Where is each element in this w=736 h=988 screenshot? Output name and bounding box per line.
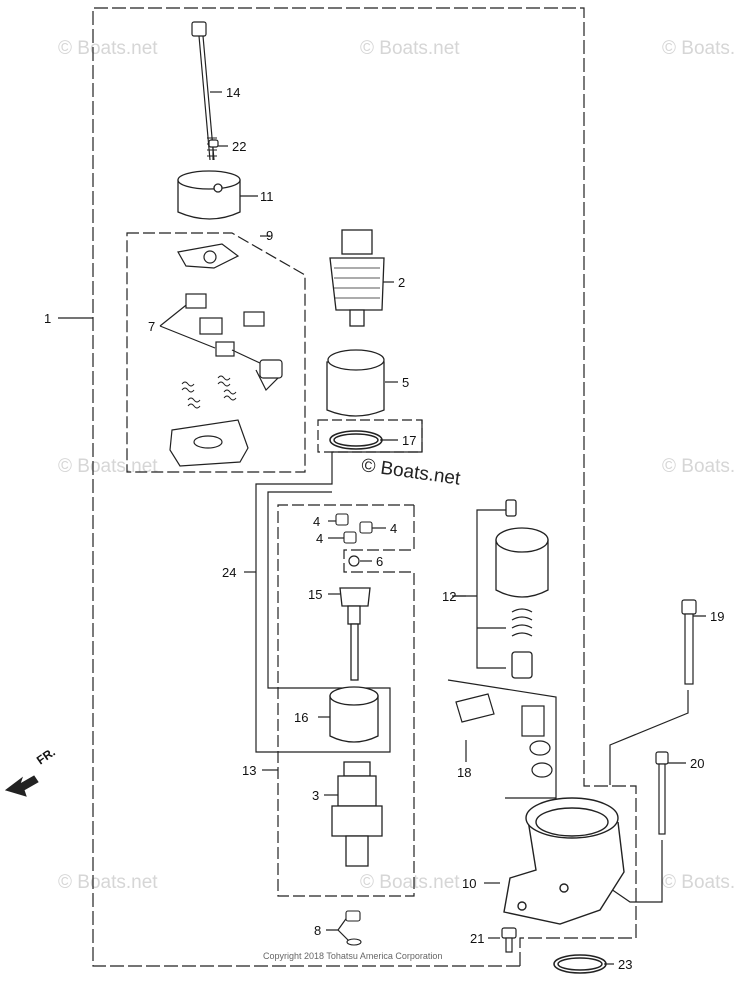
group-box-13 <box>277 504 415 897</box>
yoke-5-icon <box>326 349 385 417</box>
callout-19: 19 <box>710 609 725 624</box>
watermark: © Boats.net <box>58 872 158 893</box>
callout-21: 21 <box>470 931 485 946</box>
pinion-3-icon <box>331 761 383 867</box>
group-box-17 <box>317 419 423 453</box>
part-8-icon <box>345 910 362 946</box>
callout-14: 14 <box>226 85 241 100</box>
callout-4: 4 <box>390 521 398 536</box>
callout-7: 7 <box>148 319 156 334</box>
watermark: © Boats.net <box>360 872 460 893</box>
assembly-boundary <box>92 7 637 967</box>
solenoid-12-icon <box>495 499 549 679</box>
callout-5: 5 <box>402 375 410 390</box>
nut-4-icon <box>335 513 373 544</box>
ring-gear-16-icon <box>329 686 379 743</box>
watermark: © Boats.net <box>58 38 158 59</box>
brush-holder-icon <box>169 419 249 467</box>
brush-plate-icon <box>177 243 240 269</box>
bracket-12 <box>476 509 506 669</box>
callout-9: 9 <box>266 228 274 243</box>
o-ring-23-icon <box>553 954 607 974</box>
bolt-14-icon <box>191 21 217 161</box>
screw-22-icon <box>208 139 219 160</box>
callout-11: 11 <box>260 189 274 204</box>
watermark: © Boats.net <box>662 456 736 477</box>
watermark: © Boats.net <box>360 38 460 59</box>
callout-10: 10 <box>462 876 477 891</box>
callout-22: 22 <box>232 139 247 154</box>
group-box-9 <box>126 232 306 473</box>
copyright-notice: Copyright 2018 Tohatsu America Corporati… <box>263 951 443 961</box>
callout-17: 17 <box>402 433 417 448</box>
brush-springs-icon <box>181 375 237 409</box>
callout-20: 20 <box>690 756 705 771</box>
armature-2-icon <box>329 229 385 327</box>
callout-8: 8 <box>314 923 322 938</box>
callout-4: 4 <box>313 514 321 529</box>
watermark: © Boats.net <box>662 38 736 59</box>
callout-24: 24 <box>222 565 237 580</box>
screw-21-icon <box>501 927 517 953</box>
bolt-20-icon <box>655 751 669 835</box>
housing-10-icon <box>503 797 625 925</box>
callout-18: 18 <box>457 765 472 780</box>
shaft-15-icon <box>339 587 371 681</box>
callout-3: 3 <box>312 788 320 803</box>
callout-16: 16 <box>294 710 309 725</box>
callout-13: 13 <box>242 763 257 778</box>
end-cover-11-icon <box>177 170 241 220</box>
ring-17-icon <box>329 430 383 450</box>
callout-2: 2 <box>398 275 406 290</box>
bolt-19-icon <box>681 599 697 685</box>
watermark: © Boats.net <box>662 872 736 893</box>
brush-set-7-icon <box>185 293 283 392</box>
callout-12: 12 <box>442 589 457 604</box>
group-box-18 <box>447 679 557 799</box>
callout-15: 15 <box>308 587 323 602</box>
callout-23: 23 <box>618 957 633 972</box>
front-direction-arrow-icon <box>4 775 39 797</box>
callout-6: 6 <box>376 554 384 569</box>
callout-4: 4 <box>316 531 324 546</box>
watermark: © Boats.net <box>58 456 158 477</box>
lever-18-icon <box>455 693 553 778</box>
callout-1: 1 <box>44 311 52 326</box>
